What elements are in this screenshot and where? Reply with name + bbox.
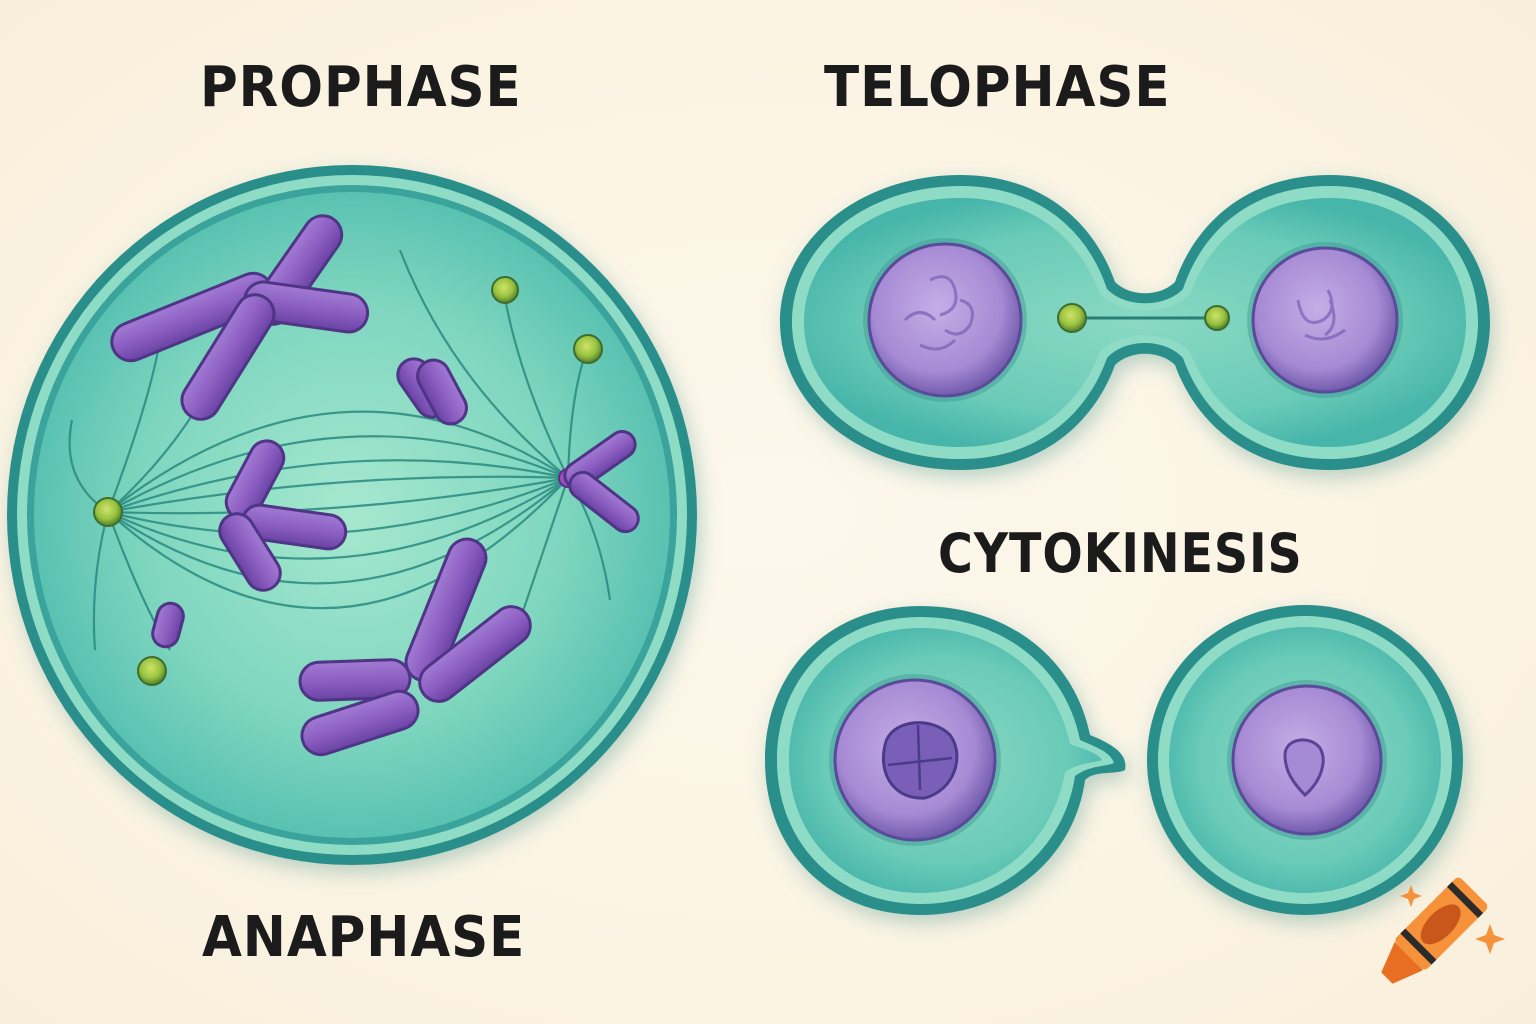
chromosome-arm [298, 658, 412, 702]
chromosome-arm [180, 293, 276, 421]
chromosome-arm [300, 689, 420, 757]
chromosome-fragment [151, 601, 185, 649]
centrosome-bottom-left [137, 656, 167, 686]
centrosome-top-right [491, 276, 519, 304]
telophase-cells [780, 175, 1490, 470]
sparkle-icon [1400, 885, 1422, 907]
large-cell [7, 165, 697, 865]
chromosome-arm [218, 512, 282, 592]
sparkle-icon [1475, 924, 1505, 954]
cytokinesis-cells [765, 605, 1463, 915]
chromosome-arm [418, 605, 532, 703]
centriole-left [1057, 303, 1087, 333]
cytokinesis-right-nucleolus [1283, 738, 1325, 798]
chromatin-left [903, 275, 974, 351]
chromosome-arm [568, 470, 640, 534]
label-cytokinesis: CYTOKINESIS [938, 522, 1303, 585]
centriole-right [1204, 305, 1230, 331]
centrosome-left-pole [93, 497, 123, 527]
chromosome-arm [404, 537, 488, 683]
nucleus-left [867, 242, 1023, 398]
crayon-icon [1381, 877, 1488, 984]
chromosome-arm [416, 358, 468, 426]
large-cell-cytoplasm [34, 192, 670, 838]
label-prophase: PROPHASE [200, 55, 522, 120]
cytokinesis-left-chromatin [887, 724, 953, 791]
label-telophase: TELOPHASE [824, 55, 1171, 120]
chromosomes [110, 214, 640, 757]
chromatin-right [1296, 289, 1346, 341]
centrosome-right [573, 334, 603, 364]
label-anaphase: ANAPHASE [202, 905, 526, 970]
